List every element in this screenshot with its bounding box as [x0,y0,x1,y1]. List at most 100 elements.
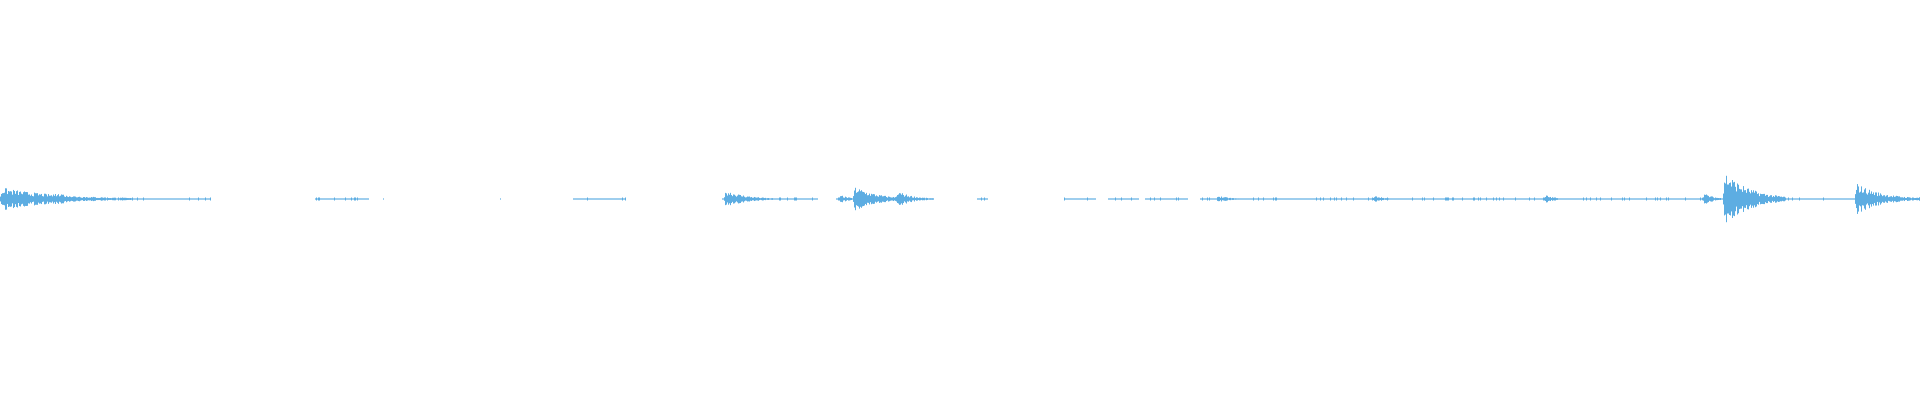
waveform-sample [1248,198,1249,200]
waveform-sample [1514,198,1515,200]
waveform-sample [1586,197,1587,201]
waveform-sample [881,195,882,203]
waveform-sample [360,198,361,200]
waveform-sample [1639,198,1640,200]
waveform-sample [174,198,175,200]
waveform-sample [841,196,842,202]
waveform-sample [582,198,583,200]
waveform-sample [346,198,347,200]
waveform-sample [1353,197,1354,201]
waveform-sample [1078,198,1079,200]
waveform-sample [1772,197,1773,201]
waveform-sample [1471,198,1472,200]
waveform-sample [760,198,761,200]
waveform-sample [161,198,162,200]
waveform-sample [1597,198,1598,200]
waveform-sample [1468,198,1469,200]
waveform-sample [1311,198,1312,200]
waveform-sample [1870,193,1871,205]
waveform-sample [1260,198,1261,200]
waveform-sample [63,194,64,204]
waveform-sample [1879,195,1880,203]
waveform-sample [742,196,743,202]
waveform-sample [1412,197,1413,201]
waveform-sample [184,198,185,200]
waveform-sample [47,196,48,202]
waveform-sample [1338,198,1339,200]
waveform-sample [1512,198,1513,200]
waveform-sample [900,193,901,205]
waveform-sample [77,197,78,201]
waveform-sample [46,194,47,204]
waveform-sample [1572,198,1573,200]
waveform-sample [736,196,737,202]
waveform-sample [1279,198,1280,200]
waveform-sample [1213,198,1214,200]
waveform-sample [1898,196,1899,202]
waveform-sample [1307,198,1308,200]
waveform-sample [118,197,119,201]
waveform-sample [1609,198,1610,200]
waveform-sample [1604,198,1605,200]
waveform-sample [70,196,71,202]
waveform-sample [1633,198,1634,200]
waveform-sample [598,198,599,200]
waveform-sample [864,192,865,206]
waveform-sample [783,198,784,200]
waveform-sample [1875,192,1876,206]
waveform-sample [1168,198,1169,200]
waveform-sample [1429,198,1430,200]
waveform-sample [610,198,611,200]
waveform-sample [1878,192,1879,206]
waveform-sample [1394,198,1395,200]
waveform-sample [1266,198,1267,200]
waveform-sample [122,197,123,201]
waveform-sample [1240,198,1241,200]
waveform-sample [1356,198,1357,200]
waveform-sample [904,196,905,202]
waveform-sample [880,195,881,203]
waveform-sample [1322,198,1323,200]
waveform-sample [981,197,982,201]
waveform-sample [589,198,590,200]
waveform-sample [812,197,813,201]
waveform-sample [83,197,84,201]
waveform-sample [1762,194,1763,204]
waveform-sample [1576,198,1577,200]
waveform-sample [1511,198,1512,200]
waveform-sample [1747,188,1748,210]
waveform-sample [1902,197,1903,201]
waveform-sample [1262,198,1263,200]
waveform-sample [912,197,913,201]
waveform-sample [873,194,874,204]
waveform-sample [611,198,612,200]
waveform-sample [1886,195,1887,203]
waveform-sample [1391,198,1392,200]
waveform-sample [586,198,587,200]
waveform-sample [1377,197,1378,201]
waveform-sample [6,188,7,210]
waveform-sample [1598,198,1599,200]
waveform-sample [1696,198,1697,200]
waveform-sample [1465,198,1466,200]
waveform-sample [39,194,40,204]
waveform-sample [1799,197,1800,201]
waveform-sample [145,198,146,200]
waveform-sample [1426,198,1427,200]
waveform-sample [1182,198,1183,200]
waveform-sample [1733,182,1734,216]
waveform-sample [905,195,906,203]
waveform-sample [1151,198,1152,200]
waveform-sample [1451,198,1452,200]
waveform-sample [1074,198,1075,200]
waveform-sample [815,198,816,200]
waveform-sample [1860,191,1861,207]
waveform-sample [1602,198,1603,200]
waveform-sample [1267,198,1268,200]
waveform-sample [1694,198,1695,200]
waveform-sample [1422,197,1423,201]
waveform-sample [1331,198,1332,200]
waveform-sample [338,198,339,200]
waveform-sample [1145,198,1146,200]
